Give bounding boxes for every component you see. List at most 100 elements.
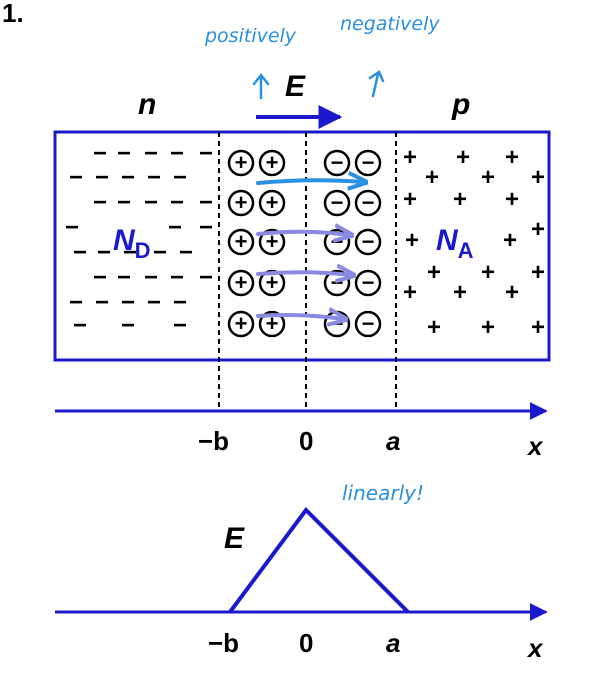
donor-ion-positive: +	[227, 149, 255, 177]
free-electron-minus: −	[199, 189, 213, 216]
svg-text:−: −	[331, 150, 344, 175]
acceptor-ion-negative: −	[323, 149, 351, 177]
free-electron-minus: −	[121, 312, 135, 339]
donor-ion-positive: +	[227, 189, 255, 217]
donor-ion-positive: +	[227, 269, 255, 297]
free-hole-plus: +	[456, 144, 470, 171]
ink-arrow-row-3	[256, 272, 352, 275]
free-electron-minus: −	[173, 164, 187, 191]
svg-text:+: +	[235, 190, 248, 215]
free-electron-minus: −	[199, 140, 213, 167]
up-arrow-positively-icon	[252, 72, 270, 100]
free-hole-plus: +	[481, 314, 495, 341]
svg-text:−: −	[331, 190, 344, 215]
free-hole-plus: +	[453, 279, 467, 306]
free-electron-minus: −	[73, 239, 87, 266]
free-electron-minus: −	[95, 164, 109, 191]
free-electron-minus: −	[173, 312, 187, 339]
free-hole-plus: +	[403, 144, 417, 171]
free-electron-minus: −	[199, 214, 213, 241]
field-profile-triangle	[228, 506, 410, 614]
free-electron-minus: −	[69, 164, 83, 191]
svg-text:+: +	[266, 270, 279, 295]
free-electron-minus: −	[199, 264, 213, 291]
svg-text:−: −	[362, 150, 375, 175]
free-hole-plus: +	[481, 259, 495, 286]
free-electron-minus: −	[147, 164, 161, 191]
free-electron-minus: −	[121, 289, 135, 316]
acceptor-ion-negative: −	[354, 228, 382, 256]
top-tick-a: a	[386, 426, 400, 456]
svg-text:+: +	[266, 150, 279, 175]
acceptor-ion-negative: −	[354, 310, 382, 338]
svg-text:+: +	[266, 229, 279, 254]
n-region-label: n	[138, 88, 156, 121]
free-hole-plus: +	[427, 314, 441, 341]
free-hole-plus: +	[505, 144, 519, 171]
bottom-tick-zero: 0	[299, 628, 313, 658]
p-region-free-charges: +++++++++++++++++++++	[403, 144, 545, 341]
svg-text:−: −	[362, 270, 375, 295]
semiconductor-bar	[53, 130, 551, 362]
free-electron-minus: −	[173, 289, 187, 316]
donor-concentration-label: ND	[113, 224, 151, 263]
free-electron-minus: −	[144, 264, 158, 291]
bottom-tick-minus-b: −b	[208, 628, 239, 658]
depletion-region-ions: ++−−++−−++−−++−−++−−	[227, 149, 382, 338]
svg-text:−: −	[362, 311, 375, 336]
svg-text:+: +	[235, 270, 248, 295]
free-electron-minus: −	[93, 140, 107, 167]
top-axis-label-x: x	[526, 431, 544, 461]
free-electron-minus: −	[123, 239, 137, 266]
field-label: E	[285, 70, 306, 103]
acceptor-concentration-label: NA	[436, 224, 474, 263]
acceptor-ion-negative: −	[323, 189, 351, 217]
free-electron-minus: −	[95, 289, 109, 316]
free-hole-plus: +	[405, 227, 419, 254]
free-electron-minus: −	[144, 189, 158, 216]
bottom-tick-a: a	[386, 628, 400, 658]
annotation-positively: positively	[204, 25, 297, 47]
free-electron-minus: −	[117, 189, 131, 216]
free-hole-plus: +	[403, 279, 417, 306]
donor-ion-positive: +	[258, 269, 286, 297]
donor-ion-positive: +	[258, 228, 286, 256]
svg-text:−: −	[362, 190, 375, 215]
free-electron-minus: −	[153, 239, 167, 266]
donor-ion-positive: +	[227, 228, 255, 256]
donor-ion-positive: +	[227, 310, 255, 338]
handwritten-annotations: positively negatively linearly!	[204, 13, 440, 505]
svg-text:+: +	[235, 311, 248, 336]
up-arrow-negatively-icon	[368, 70, 385, 98]
free-hole-plus: +	[425, 164, 439, 191]
free-electron-minus: −	[144, 140, 158, 167]
ink-arrow-row-2	[256, 232, 350, 235]
top-tick-minus-b: −b	[198, 426, 229, 456]
handwritten-field-arrows	[256, 180, 364, 319]
ink-arrow-row-1	[256, 180, 364, 183]
corner-text: 1.	[2, 0, 24, 28]
acceptor-ion-negative: −	[354, 189, 382, 217]
field-plot-label: E	[224, 522, 245, 555]
free-hole-plus: +	[531, 259, 545, 286]
free-hole-plus: +	[453, 186, 467, 213]
free-electron-minus: −	[179, 239, 193, 266]
free-hole-plus: +	[481, 164, 495, 191]
free-electron-minus: −	[170, 264, 184, 291]
ink-arrow-row-4	[256, 315, 344, 319]
free-hole-plus: +	[403, 186, 417, 213]
free-hole-plus: +	[531, 216, 545, 243]
free-hole-plus: +	[503, 227, 517, 254]
svg-text:−: −	[362, 229, 375, 254]
donor-ion-positive: +	[258, 189, 286, 217]
free-electron-minus: −	[93, 189, 107, 216]
free-electron-minus: −	[117, 264, 131, 291]
free-electron-minus: −	[93, 264, 107, 291]
top-tick-zero: 0	[299, 426, 313, 456]
p-region-label: p	[451, 88, 470, 121]
svg-text:+: +	[266, 190, 279, 215]
svg-text:+: +	[235, 229, 248, 254]
free-electron-minus: −	[121, 164, 135, 191]
free-hole-plus: +	[531, 314, 545, 341]
